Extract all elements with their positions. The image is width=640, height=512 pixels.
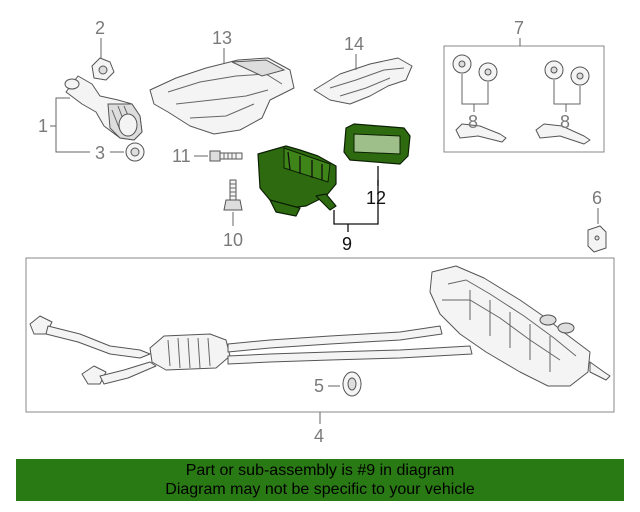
part-7-group-box (443, 45, 605, 153)
hanger-isolator-part-5[interactable] (342, 371, 362, 397)
banner-line-1: Part or sub-assembly is #9 in diagram (185, 462, 455, 479)
seal-part-3[interactable] (125, 142, 145, 162)
gasket-part-12[interactable] (343, 123, 411, 165)
callout-14: 14 (344, 34, 364, 54)
callout-10: 10 (223, 230, 243, 250)
callout-8-right: 8 (560, 112, 570, 132)
hanger-isolator-part-8-right[interactable] (535, 60, 591, 145)
catalytic-converter-part-1[interactable] (64, 75, 143, 141)
leader-8-right (553, 80, 581, 112)
heat-shield-part-13[interactable] (149, 57, 295, 135)
callout-9: 9 (342, 234, 352, 254)
leader-9 (333, 180, 379, 225)
exhaust-system-part-4[interactable] (29, 265, 611, 387)
callout-2: 2 (95, 18, 105, 38)
callout-1: 1 (38, 116, 48, 136)
callout-7: 7 (514, 18, 524, 38)
callout-13: 13 (212, 28, 232, 48)
leader-8-left (461, 74, 489, 112)
callout-12: 12 (366, 188, 386, 208)
callout-4: 4 (314, 426, 324, 446)
callout-8-left: 8 (468, 112, 478, 132)
callout-11: 11 (172, 146, 191, 166)
info-banner: Part or sub-assembly is #9 in diagram Di… (16, 459, 624, 501)
bolt-part-10[interactable] (223, 179, 243, 211)
heat-shield-part-9-highlighted[interactable] (257, 145, 337, 217)
gasket-part-2[interactable] (91, 57, 115, 81)
leader-1 (55, 97, 90, 153)
banner-line-2: Diagram may not be specific to your vehi… (165, 481, 475, 498)
callout-5: 5 (314, 376, 324, 396)
heat-shield-part-14[interactable] (313, 57, 413, 105)
bolt-part-11[interactable] (209, 150, 243, 162)
callout-6: 6 (592, 188, 602, 208)
hanger-isolator-part-8-left[interactable] (452, 54, 507, 143)
bracket-part-6[interactable] (587, 225, 607, 253)
callout-3: 3 (95, 143, 105, 163)
